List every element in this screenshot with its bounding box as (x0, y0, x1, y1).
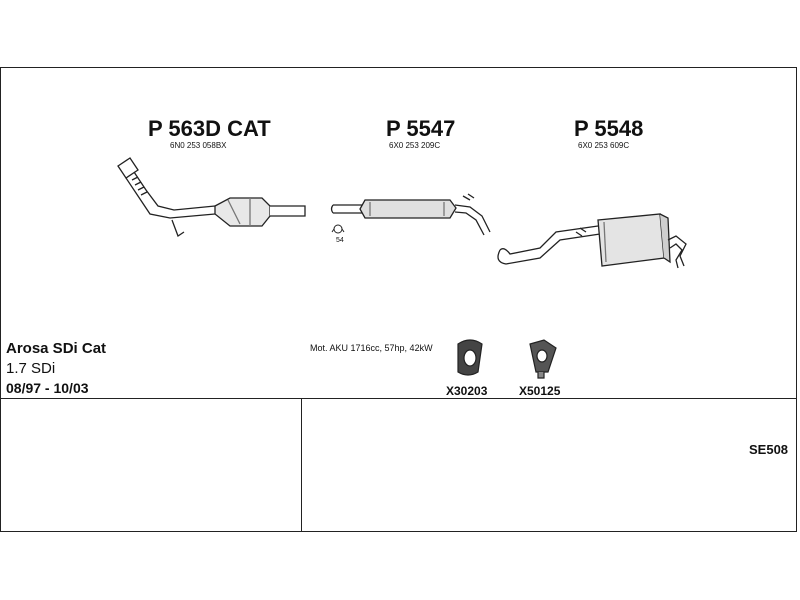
vehicle-engine: 1.7 SDi (6, 360, 56, 377)
front-pipe-catalyst (117, 157, 306, 237)
motor-spec: Mot. AKU 1716cc, 57hp, 42kW (310, 343, 433, 353)
part-code-rear: P 5548 (574, 116, 644, 141)
vehicle-model: Arosa SDi Cat (6, 340, 107, 357)
vehicle-years: 08/97 - 10/03 (6, 380, 89, 396)
oem-number-middle: 6X0 253 209C (389, 141, 441, 150)
divider-horizontal (1, 398, 796, 399)
diagram-frame (0, 67, 797, 532)
rear-silencer (497, 213, 687, 269)
mount-x30203-icon (457, 339, 483, 376)
clamp-label: 54 (336, 237, 344, 244)
divider-vertical (301, 398, 302, 532)
clamp-icon (331, 224, 345, 234)
part-code-front: P 563D CAT (148, 116, 271, 141)
part-code-middle: P 5547 (386, 116, 456, 141)
mount-x50125-icon (529, 339, 557, 379)
oem-number-front: 6N0 253 058BX (170, 141, 227, 150)
mount-code-1: X30203 (446, 384, 488, 398)
reference-code: SE508 (749, 442, 789, 457)
oem-number-rear: 6X0 253 609C (578, 141, 630, 150)
middle-silencer (330, 193, 491, 236)
mount-code-2: X50125 (519, 384, 561, 398)
